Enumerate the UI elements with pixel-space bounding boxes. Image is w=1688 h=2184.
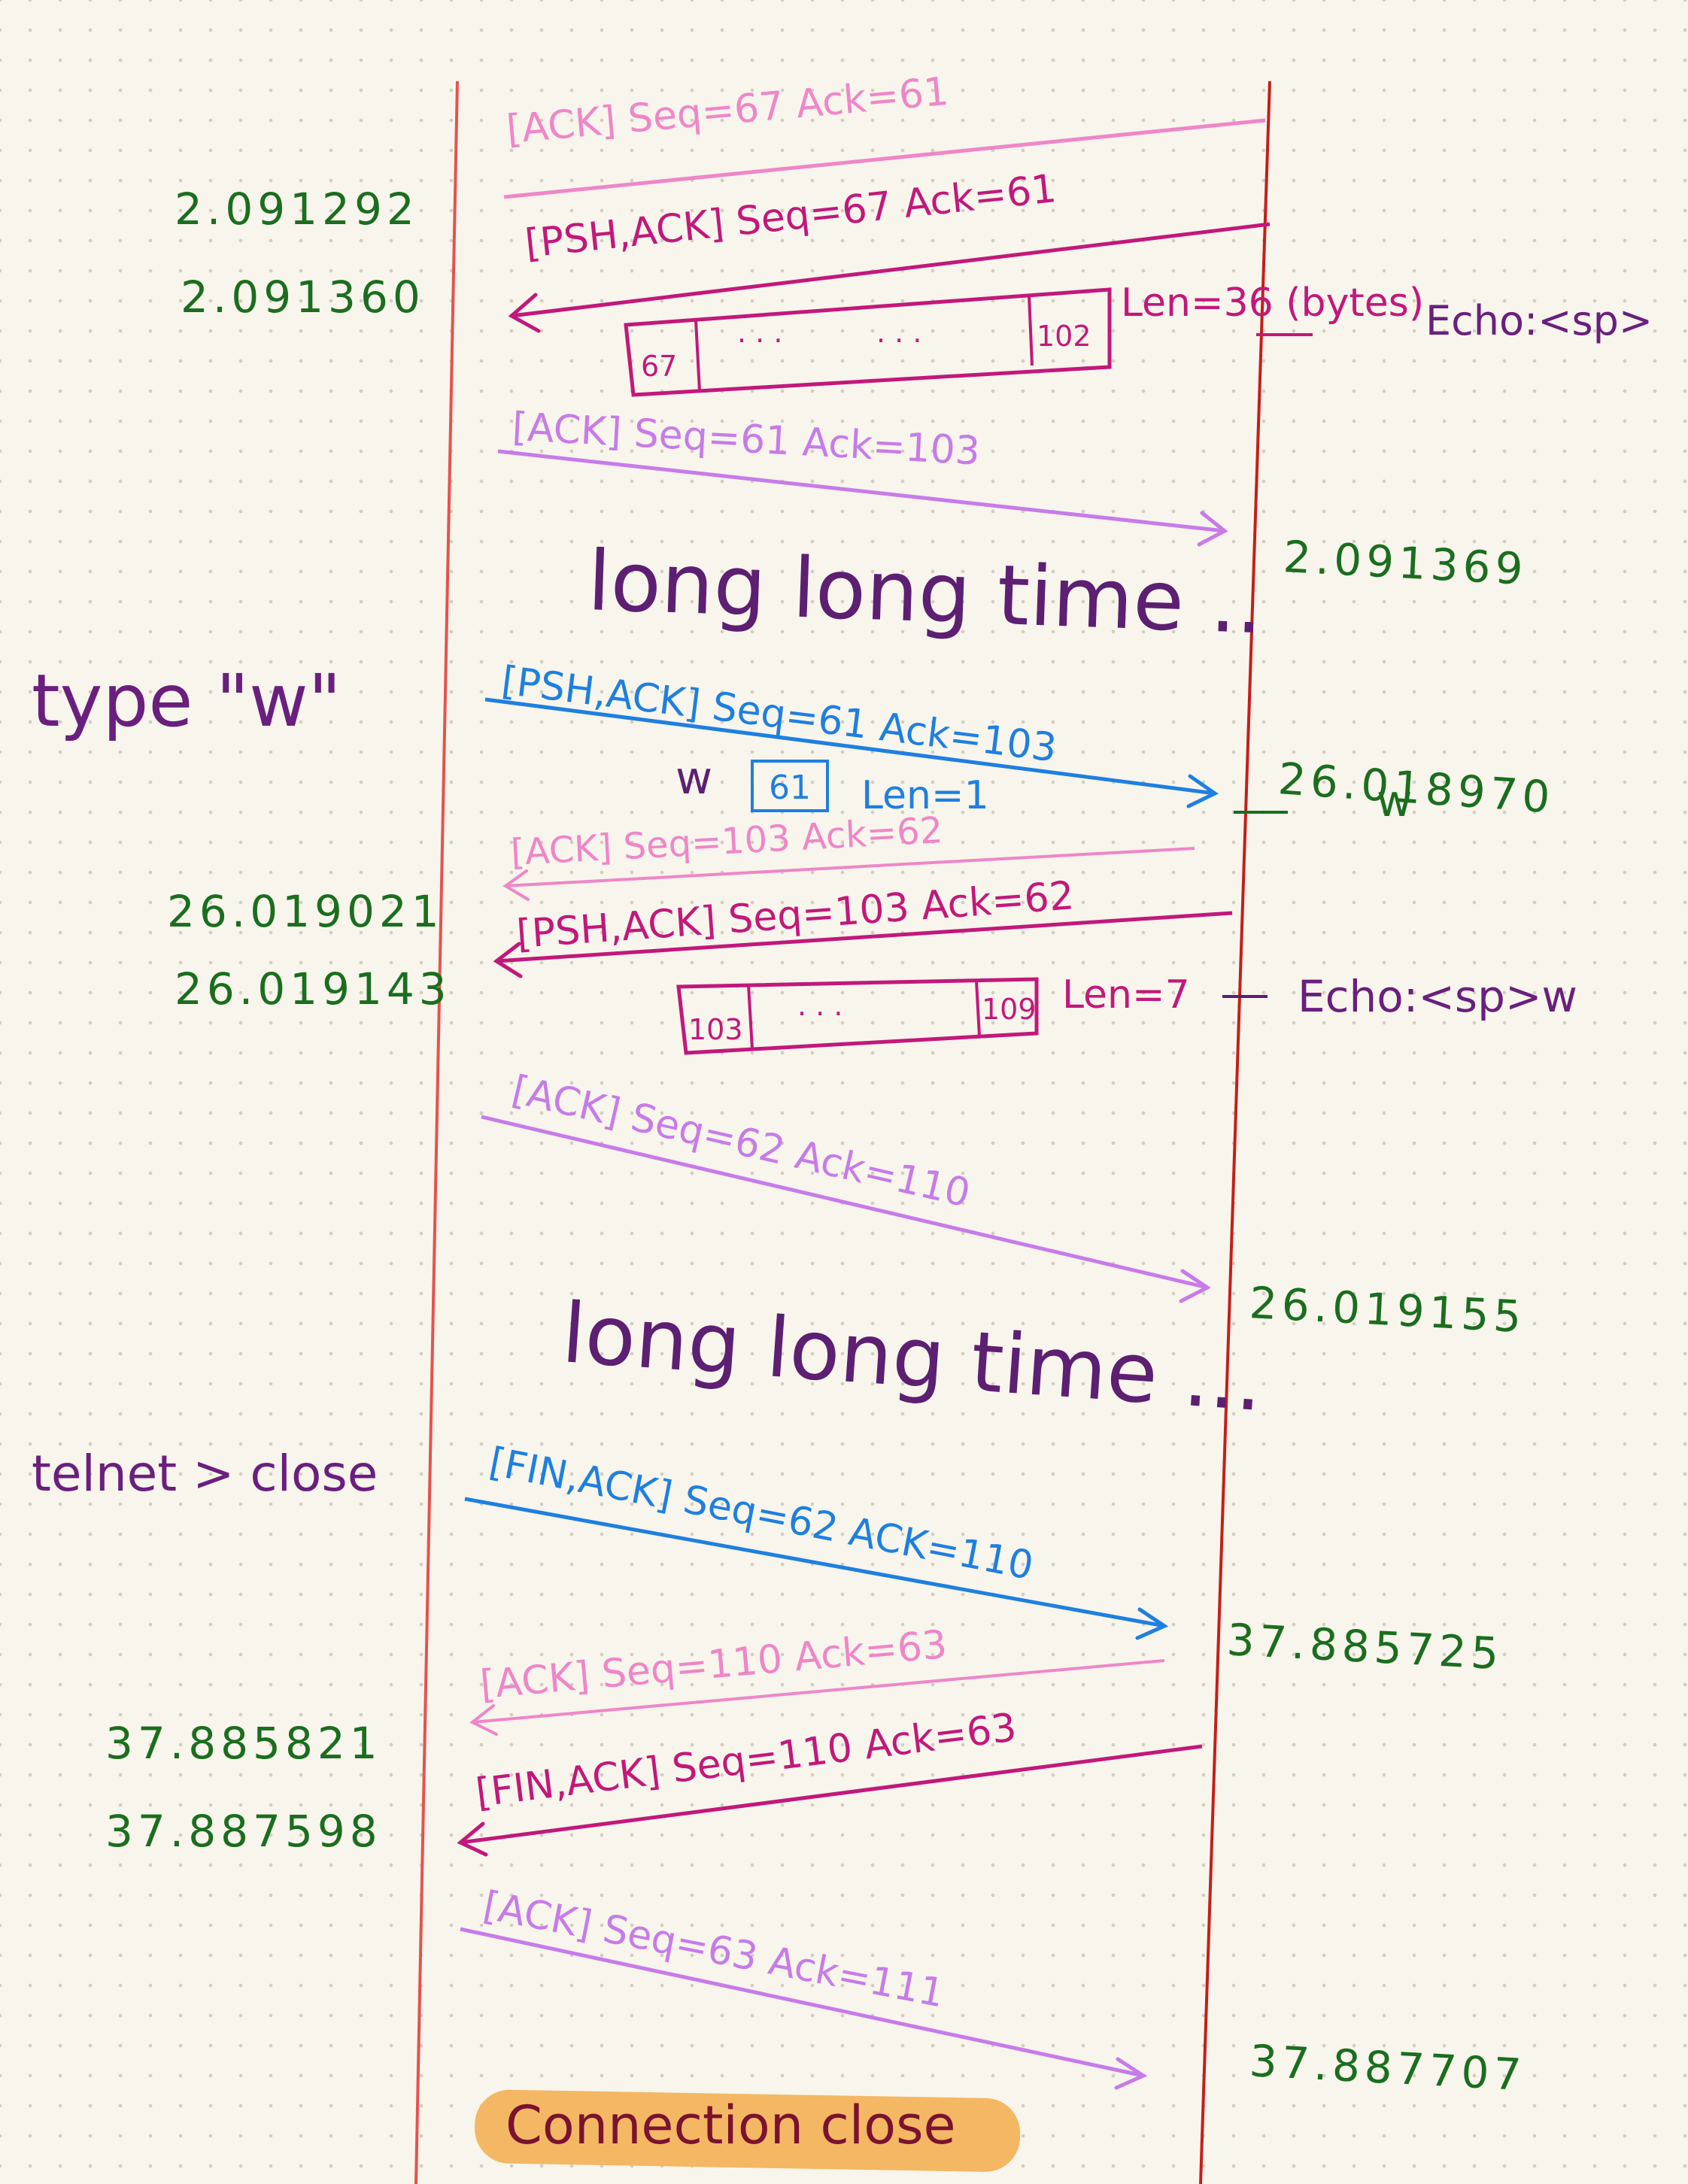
- timestamp-right: 2.091369: [1282, 531, 1529, 595]
- arrow-head-left: [493, 942, 523, 978]
- segment-line: [484, 697, 1216, 796]
- segment-ack-103-62: [ACK] Seq=103 Ack=62: [502, 809, 1195, 901]
- segment-line: [496, 911, 1233, 963]
- arrow-head-left: [469, 1704, 498, 1736]
- arrow-head-right: [1179, 1269, 1211, 1303]
- payload-char: w: [676, 752, 712, 805]
- timestamp-left: 26.019143: [175, 963, 451, 1015]
- timestamp-right: 37.887707: [1248, 2035, 1527, 2101]
- payload-divider: [1028, 295, 1034, 366]
- echo-label: Echo:<sp>w: [1298, 971, 1577, 1022]
- payload-divider: [975, 980, 981, 1037]
- segment-ack-67-61: [ACK] Seq=67 Ack=61: [503, 69, 1266, 199]
- payload-box: [676, 977, 1039, 1055]
- server-host-line: [1199, 80, 1271, 2184]
- arrow-head-right: [1135, 1607, 1169, 1640]
- segment-line: [460, 1927, 1144, 2078]
- segment-line: [481, 1115, 1208, 1290]
- payload-length: Len=1: [861, 773, 989, 818]
- user-action-note: type "w": [32, 659, 342, 743]
- timestamp-left: 37.887598: [105, 1806, 382, 1857]
- segment-line: [460, 1744, 1203, 1845]
- payload-box: [624, 287, 1112, 397]
- payload-dots: . . .: [797, 989, 842, 1022]
- client-payload: w 61 Len=1: [676, 752, 989, 818]
- payload-end-seq: 109: [982, 993, 1037, 1026]
- segment-line: [497, 449, 1225, 533]
- payload-start-seq: 67: [641, 350, 677, 383]
- highlight-marker: [475, 2089, 1021, 2172]
- segment-ack-110-63: [ACK] Seq=110 Ack=63: [469, 1622, 1165, 1736]
- segment-psh-ack-103-62: [PSH,ACK] Seq=103 Ack=62: [493, 873, 1233, 978]
- arrow-head-left: [502, 869, 530, 901]
- segment-label: [FIN,ACK] Seq=62 ACK=110: [486, 1439, 1037, 1589]
- data-payload-box-1: 67 . . . . . . 102 Len=36 (bytes) Echo:<…: [624, 281, 1653, 397]
- timestamp-right: 37.885725: [1225, 1614, 1504, 1679]
- payload-divider: [694, 320, 701, 392]
- timestamp-left: 2.091360: [181, 271, 425, 323]
- arrow-head-left: [457, 1822, 488, 1857]
- segment-label: [ACK] Seq=67 Ack=61: [505, 69, 951, 153]
- segment-line: [464, 1497, 1165, 1628]
- payload-end-seq: 102: [1037, 320, 1091, 353]
- segment-label: [FIN,ACK] Seq=110 Ack=63: [473, 1705, 1019, 1816]
- payload-seq: 61: [769, 769, 811, 807]
- timestamp-left: 26.019021: [167, 886, 444, 937]
- client-host-line: [414, 80, 459, 2184]
- segment-line: [472, 1659, 1165, 1724]
- arrow-head-right: [1114, 2057, 1148, 2090]
- timestamp-right: 26.019155: [1248, 1277, 1527, 1342]
- payload-box: [751, 760, 829, 812]
- arrow-head-left: [508, 293, 541, 333]
- segment-line: [503, 118, 1266, 199]
- connection-close-note: Connection close: [475, 2089, 1021, 2172]
- segment-line: [511, 222, 1271, 318]
- segment-ack-61-103: [ACK] Seq=61 Ack=103: [497, 405, 1228, 547]
- segment-label: [ACK] Seq=110 Ack=63: [478, 1622, 949, 1708]
- payload-dots: . . .: [876, 316, 921, 349]
- segment-line: [505, 847, 1195, 887]
- timestamp-right: 26.018970: [1277, 753, 1556, 823]
- segment-label: [PSH,ACK] Seq=103 Ack=62: [515, 873, 1076, 957]
- segment-ack-63-111: [ACK] Seq=63 Ack=111: [460, 1883, 1148, 2090]
- connection-close-label: Connection close: [505, 2095, 956, 2156]
- segment-fin-ack-62-110: [FIN,ACK] Seq=62 ACK=110: [464, 1439, 1169, 1640]
- timestamp-suffix: w: [1377, 775, 1412, 827]
- payload-length: Len=7: [1062, 972, 1190, 1018]
- segment-label: [ACK] Seq=61 Ack=103: [511, 405, 981, 475]
- data-payload-box-2: 103 . . . 109 Len=7 Echo:<sp>w: [676, 971, 1577, 1055]
- segment-ack-62-110: [ACK] Seq=62 Ack=110: [481, 1067, 1211, 1303]
- payload-divider: [747, 984, 754, 1050]
- timestamp-left: 2.091292: [175, 184, 419, 235]
- user-action-note: telnet > close: [32, 1445, 378, 1503]
- arrow-head-right: [1197, 511, 1228, 547]
- segment-psh-ack-61-103: [PSH,ACK] Seq=61 Ack=103: [484, 658, 1219, 808]
- idle-note: long long time ..: [586, 532, 1264, 652]
- arrow-head-right: [1186, 774, 1219, 808]
- timestamp-left: 37.885821: [105, 1718, 382, 1769]
- idle-note: long long time ...: [559, 1285, 1266, 1430]
- payload-dots: . . .: [737, 316, 782, 349]
- payload-start-seq: 103: [688, 1013, 743, 1046]
- segment-label: [ACK] Seq=62 Ack=110: [508, 1067, 974, 1217]
- echo-label: Echo:<sp>: [1425, 297, 1653, 344]
- segment-label: [PSH,ACK] Seq=67 Ack=61: [523, 166, 1058, 267]
- segment-label: [PSH,ACK] Seq=61 Ack=103: [499, 658, 1058, 771]
- segment-fin-ack-110-63: [FIN,ACK] Seq=110 Ack=63: [457, 1705, 1203, 1857]
- payload-length: Len=36 (bytes): [1121, 281, 1424, 326]
